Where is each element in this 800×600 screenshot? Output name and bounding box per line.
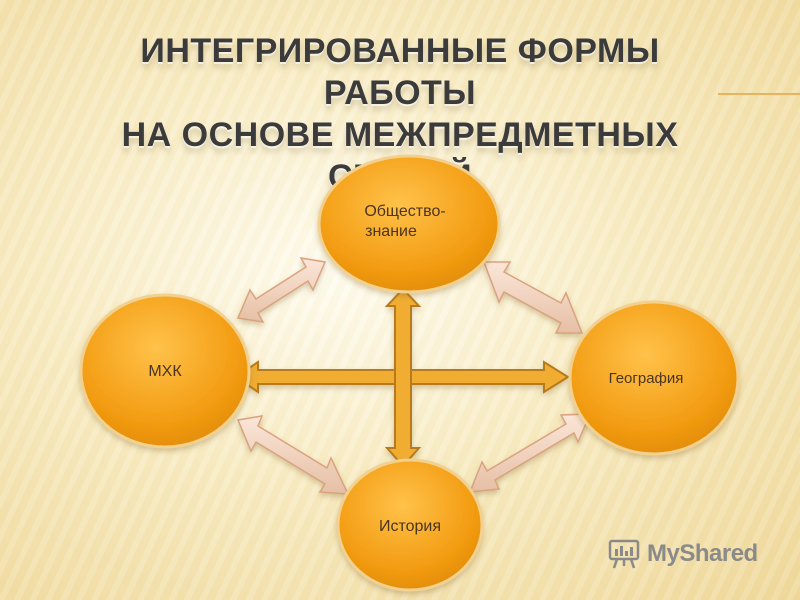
arrow-istoriya-geografiya xyxy=(468,413,592,493)
label-geografiya: География xyxy=(608,370,684,387)
node-istoriya xyxy=(336,458,484,592)
label-obshchestvoznanie-line1: Общество- xyxy=(364,203,446,220)
label-mhk: МХК xyxy=(148,363,182,380)
label-obshchestvoznanie-line2: знание xyxy=(365,223,417,240)
arrow-mhk-istoriya xyxy=(236,415,350,495)
arrow-obshchestvo-geografiya xyxy=(482,261,584,334)
node-geografiya xyxy=(568,300,740,456)
label-istoriya: История xyxy=(378,518,442,535)
title-divider xyxy=(718,93,800,95)
logo-text: MyShared xyxy=(647,540,758,567)
label-obshchestvoznanie: Общество- знание xyxy=(340,202,470,242)
myshared-logo: MyShared xyxy=(607,536,767,572)
title-line-1: ИНТЕГРИРОВАННЫЕ ФОРМЫ РАБОТЫ xyxy=(140,32,660,112)
node-mhk xyxy=(79,293,251,449)
arrow-mhk-obshchestvo xyxy=(236,257,327,323)
presentation-board-icon xyxy=(608,539,640,569)
node-obshchestvoznanie xyxy=(317,154,501,294)
